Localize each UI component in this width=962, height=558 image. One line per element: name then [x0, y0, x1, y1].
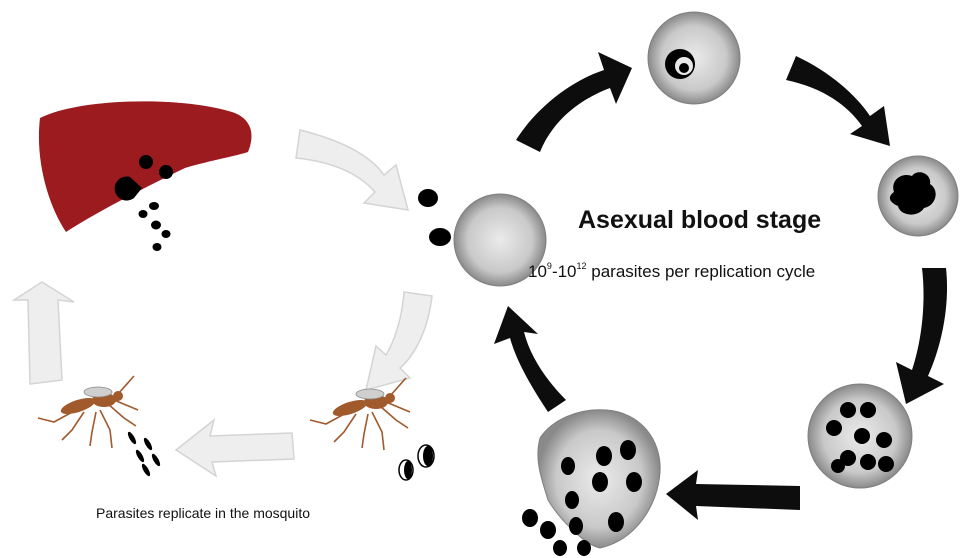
- grey-arrow-mosquito-to-mosquito: [176, 420, 294, 476]
- asexual-stage-title: Asexual blood stage: [578, 206, 821, 235]
- gametocytes: [399, 445, 434, 480]
- free-merozoites: [418, 189, 451, 246]
- black-arrow-2: [786, 56, 890, 146]
- rate-base: 10: [528, 262, 547, 281]
- sporozoites: [126, 431, 161, 478]
- black-arrow-5: [494, 306, 566, 412]
- liver-merozoites: [139, 202, 171, 251]
- schizont-cell: [808, 384, 912, 488]
- rate-suffix: parasites per replication cycle: [587, 262, 816, 281]
- black-arrow-3: [896, 268, 947, 404]
- mosquito-caption: Parasites replicate in the mosquito: [96, 505, 310, 521]
- rupturing-cell: [522, 410, 660, 556]
- mosquito-icon-left: [38, 376, 138, 448]
- trophozoite-cell: [878, 156, 958, 236]
- rate-exponent-2: 12: [577, 261, 587, 271]
- grey-arrow-blood-to-mosquito: [366, 292, 432, 390]
- mosquito-icon-right: [310, 378, 410, 450]
- grey-arrow-liver-to-blood: [296, 130, 408, 210]
- black-arrow-4: [666, 470, 800, 520]
- rate-exponent-1: 9: [547, 261, 552, 271]
- replication-rate-label: 109-1012 parasites per replication cycle: [528, 262, 815, 282]
- black-arrow-1: [516, 52, 632, 152]
- rate-separator: -10: [552, 262, 577, 281]
- grey-arrow-mosquito-to-liver: [14, 282, 74, 384]
- ring-stage-cell: [648, 12, 740, 104]
